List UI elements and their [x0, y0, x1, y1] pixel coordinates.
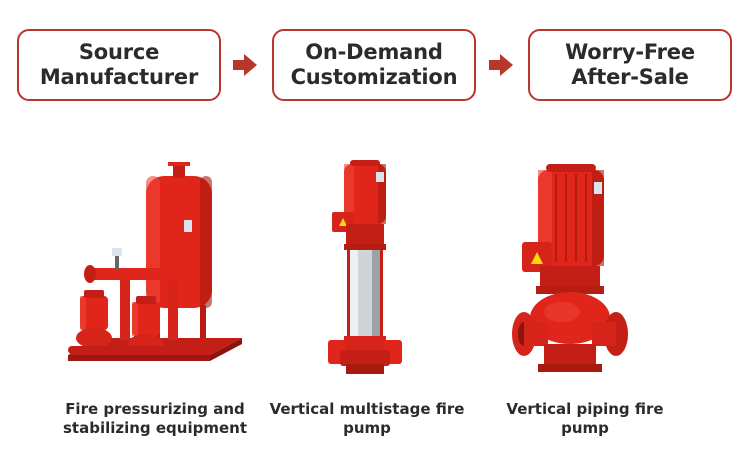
step-worry-free-after-sale: Worry-Free After-Sale — [528, 29, 732, 101]
product-caption: Vertical multistage fire pump — [269, 400, 465, 437]
step-on-demand-customization: On-Demand Customization — [272, 29, 476, 101]
step-source-manufacturer: Source Manufacturer — [17, 29, 221, 101]
step-label: Worry-Free After-Sale — [565, 40, 695, 89]
product-caption: Fire pressurizing and stabilizing equipm… — [62, 400, 247, 437]
fire-pressurizing-equipment-image — [68, 162, 242, 361]
arrow-right-icon — [233, 54, 257, 76]
vertical-multistage-pump-image — [328, 160, 402, 374]
vertical-piping-pump-image — [512, 164, 628, 372]
step-label: On-Demand Customization — [290, 40, 458, 89]
step-label: Source Manufacturer — [39, 40, 199, 89]
product-caption: Vertical piping fire pump — [506, 400, 664, 437]
arrow-right-icon — [489, 54, 513, 76]
